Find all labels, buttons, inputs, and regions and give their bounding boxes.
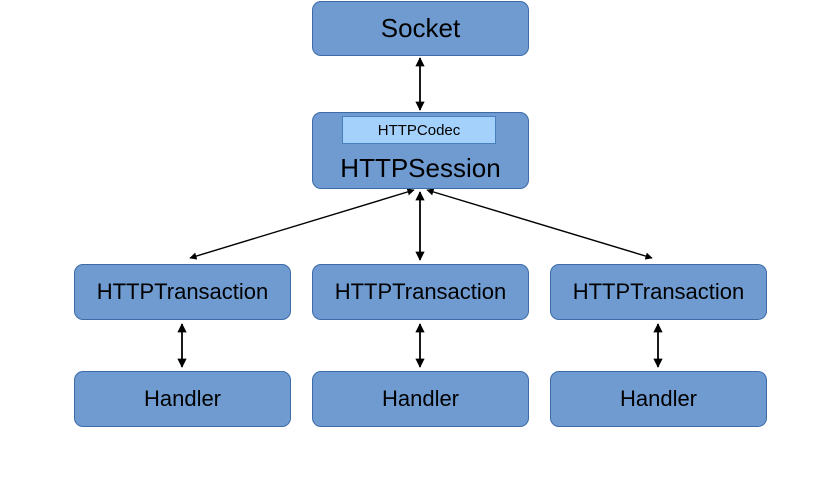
edge-session-transaction-left <box>189 188 415 260</box>
node-httptransaction-middle-label: HTTPTransaction <box>334 279 507 305</box>
node-httptransaction-left-label: HTTPTransaction <box>96 279 269 305</box>
node-httptransaction-middle[interactable]: HTTPTransaction <box>312 264 529 320</box>
node-socket[interactable]: Socket <box>312 1 529 56</box>
node-handler-right[interactable]: Handler <box>550 371 767 427</box>
node-httptransaction-right-label: HTTPTransaction <box>572 279 745 305</box>
node-handler-right-label: Handler <box>619 386 698 412</box>
node-handler-middle[interactable]: Handler <box>312 371 529 427</box>
node-httptransaction-right[interactable]: HTTPTransaction <box>550 264 767 320</box>
node-socket-label: Socket <box>380 12 461 43</box>
node-httptransaction-left[interactable]: HTTPTransaction <box>74 264 291 320</box>
node-handler-left-label: Handler <box>143 386 222 412</box>
node-httpcodec[interactable]: HTTPCodec <box>342 116 496 144</box>
edge-session-transaction-right <box>426 188 653 260</box>
node-handler-left[interactable]: Handler <box>74 371 291 427</box>
node-httpsession-label: HTTPSession <box>340 153 501 183</box>
node-handler-middle-label: Handler <box>381 386 460 412</box>
node-httpsession[interactable]: HTTPCodec HTTPSession <box>312 112 529 189</box>
node-httpcodec-label: HTTPCodec <box>377 121 461 139</box>
